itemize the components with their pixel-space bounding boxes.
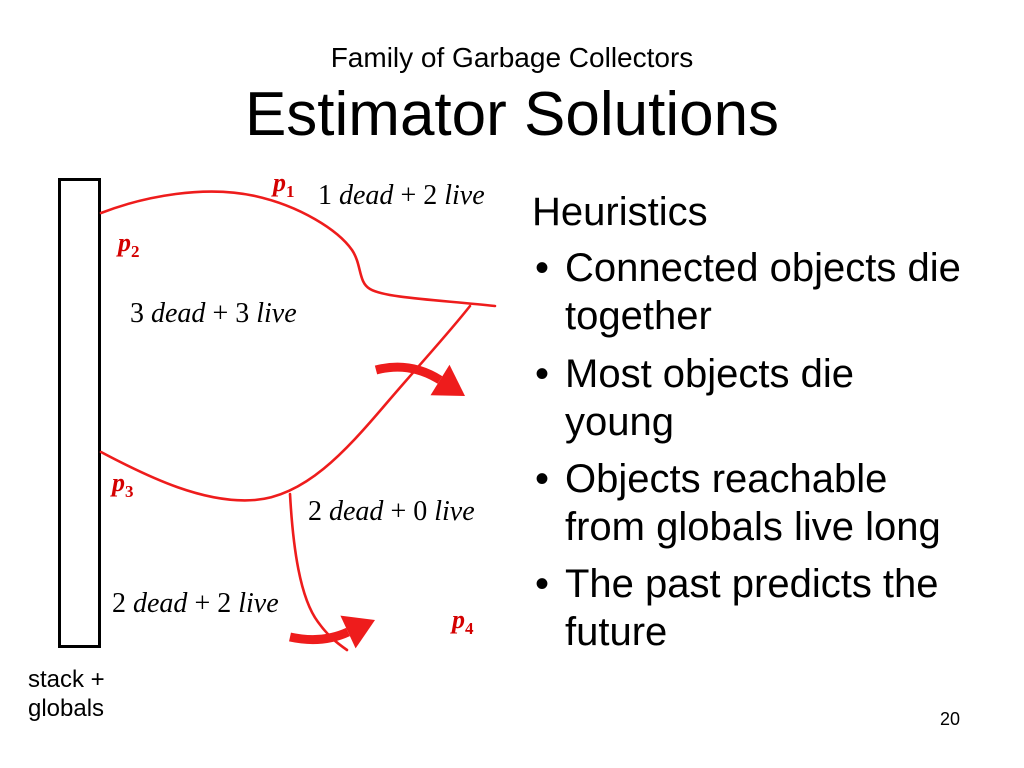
estimate-label: 1 dead + 2 live: [318, 182, 485, 210]
partition-subscript: 4: [465, 619, 474, 638]
dead-count: 2: [308, 496, 322, 527]
live-count: 3: [235, 298, 250, 329]
estimate-label: 3 dead + 3 live: [130, 300, 297, 328]
bullet-dot: •: [535, 246, 550, 290]
plus-sign: +: [400, 180, 417, 211]
bullet-line: Connected objects die: [565, 246, 961, 290]
dead-word: dead: [339, 180, 394, 211]
boundary-curve-p2-p3: [99, 304, 472, 502]
live-word: live: [444, 180, 485, 211]
flow-arrow-lower-head: [340, 615, 375, 649]
bullet-line: Objects reachable: [565, 457, 888, 501]
live-word: live: [434, 496, 475, 527]
stack-globals-label-line: globals: [28, 695, 105, 722]
live-count: 2: [423, 180, 438, 211]
bullet-dot: •: [535, 457, 550, 501]
bullet-line: from globals live long: [565, 505, 941, 549]
page-number: 20: [940, 709, 961, 729]
bullet-line: future: [565, 610, 668, 654]
dead-word: dead: [151, 298, 206, 329]
estimate-label: 2 dead + 0 live: [308, 498, 475, 526]
live-count: 0: [413, 496, 428, 527]
partition-label-p4: p4: [452, 607, 474, 642]
flow-arrow-lower-shaft: [289, 627, 350, 645]
stack-globals-label: stack + globals: [28, 665, 105, 723]
stack-globals-box: [58, 178, 101, 648]
plus-sign: +: [194, 588, 211, 619]
estimate-label: 2 dead + 2 live: [112, 590, 279, 618]
plus-sign: +: [390, 496, 407, 527]
live-word: live: [238, 588, 279, 619]
bullet-line: The past predicts the: [565, 562, 939, 606]
dead-count: 2: [112, 588, 126, 619]
bullet-text: Objects reachable from globals live long: [565, 455, 941, 551]
bullet-text: The past predicts the future: [565, 560, 939, 656]
bullet-line: young: [565, 400, 674, 444]
slide-subtitle: Family of Garbage Collectors: [330, 42, 694, 73]
dead-count: 3: [130, 298, 144, 329]
bullet-dot: •: [535, 352, 550, 396]
partition-label-p2: p2: [118, 230, 140, 265]
flow-arrow-upper: [374, 362, 465, 396]
stack-globals-label-line: stack +: [28, 666, 105, 693]
flow-arrow-lower: [289, 615, 375, 649]
bullet-dot: •: [535, 562, 550, 606]
partition-subscript: 1: [286, 182, 295, 201]
boundary-curve-p1-p2: [99, 190, 497, 308]
slide-title: Estimator Solutions: [244, 80, 780, 149]
bullet-text: Connected objects die together: [565, 244, 961, 340]
bullet-line: Most objects die: [565, 352, 855, 396]
dead-word: dead: [329, 496, 384, 527]
bullet-line: together: [565, 294, 712, 338]
heuristics-heading: Heuristics: [532, 190, 708, 234]
dead-word: dead: [133, 588, 188, 619]
flow-arrow-upper-shaft: [374, 362, 443, 384]
dead-count: 1: [318, 180, 332, 211]
plus-sign: +: [212, 298, 229, 329]
partition-letter: p: [452, 605, 465, 634]
partition-letter: p: [118, 228, 131, 257]
partition-letter: p: [112, 468, 125, 497]
live-word: live: [256, 298, 297, 329]
flow-arrow-upper-head: [430, 364, 465, 396]
boundary-curve-p3-p4: [288, 492, 349, 652]
partition-label-p3: p3: [112, 470, 134, 505]
live-count: 2: [217, 588, 232, 619]
partition-subscript: 2: [131, 242, 140, 261]
bullet-text: Most objects die young: [565, 350, 854, 446]
partition-letter: p: [273, 168, 286, 197]
partition-label-p1: p1: [273, 170, 295, 205]
partition-subscript: 3: [125, 482, 134, 501]
